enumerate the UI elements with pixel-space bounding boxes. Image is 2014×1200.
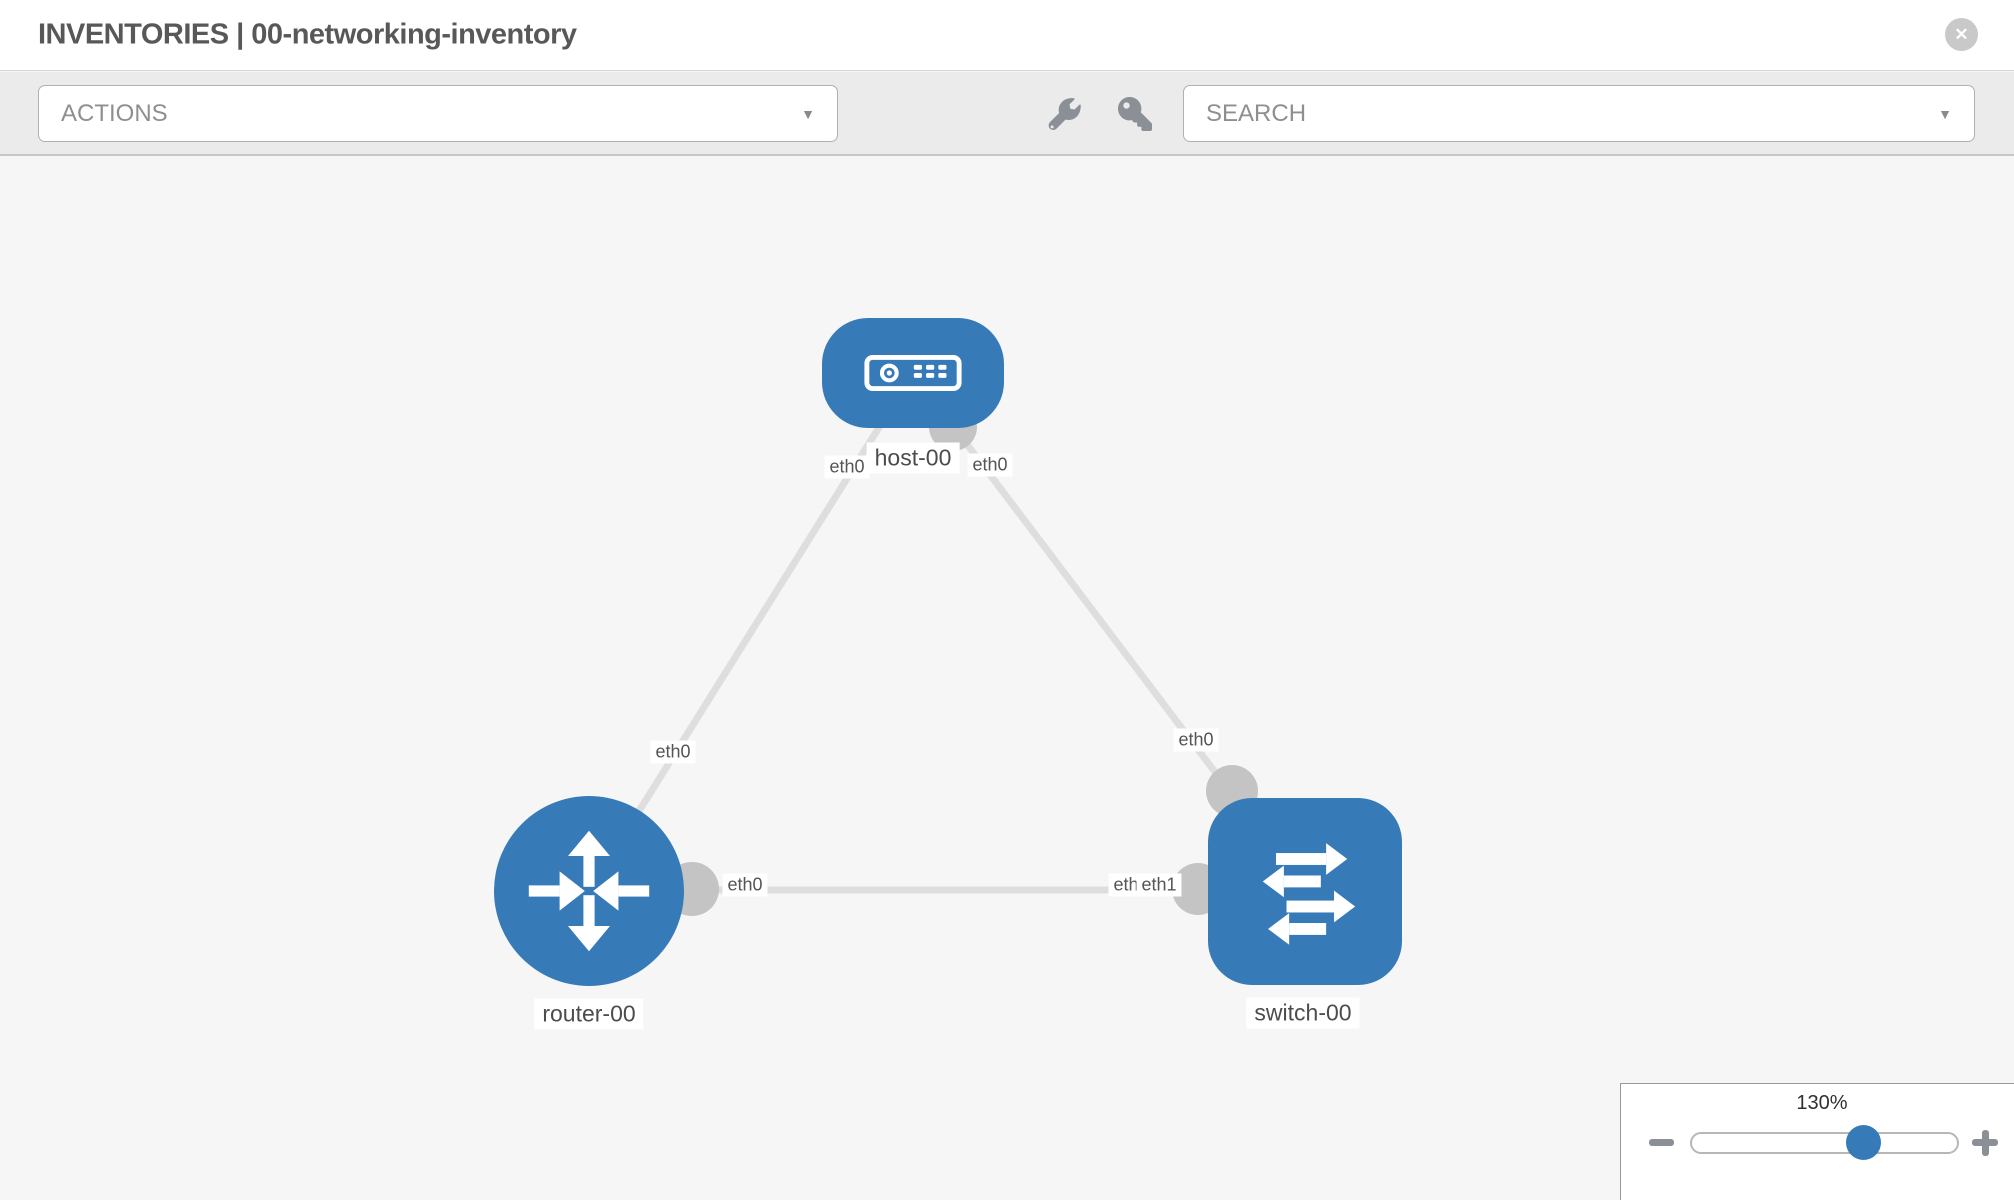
zoom-out-button[interactable] bbox=[1647, 1128, 1677, 1158]
wrench-icon bbox=[1048, 97, 1081, 130]
zoom-slider-track[interactable] bbox=[1690, 1125, 1959, 1160]
node-router-00[interactable] bbox=[494, 796, 684, 986]
node-label-router: router-00 bbox=[534, 998, 644, 1030]
zoom-slider-thumb[interactable] bbox=[1846, 1125, 1881, 1160]
actions-dropdown-label: ACTIONS bbox=[61, 99, 168, 127]
toolbar: ACTIONS ▼ SEARCH ▼ bbox=[0, 72, 2014, 156]
configure-button[interactable] bbox=[1044, 94, 1084, 134]
search-dropdown-label: SEARCH bbox=[1206, 99, 1307, 127]
interface-label-host-left: eth0 bbox=[824, 455, 870, 479]
node-label-switch: switch-00 bbox=[1246, 997, 1360, 1029]
node-label-host: host-00 bbox=[866, 442, 960, 474]
close-icon: ✕ bbox=[1954, 24, 1969, 44]
interface-label-router-right: eth0 bbox=[722, 873, 768, 897]
router-icon bbox=[528, 830, 650, 952]
chevron-down-icon: ▼ bbox=[801, 105, 815, 122]
zoom-in-button[interactable] bbox=[1970, 1128, 2000, 1158]
network-canvas[interactable] bbox=[0, 158, 2014, 1200]
close-button[interactable]: ✕ bbox=[1945, 18, 1978, 51]
header: INVENTORIES | 00-networking-inventory ✕ bbox=[0, 0, 2014, 71]
interface-label-host-right: eth0 bbox=[967, 453, 1013, 477]
credentials-button[interactable] bbox=[1115, 94, 1155, 134]
interface-label-switch-left-eth1: eth1 bbox=[1136, 873, 1182, 897]
chevron-down-icon: ▼ bbox=[1938, 105, 1952, 122]
zoom-level-value: 130% bbox=[1796, 1092, 1848, 1114]
actions-dropdown[interactable]: ACTIONS ▼ bbox=[38, 85, 838, 142]
node-switch-00[interactable] bbox=[1208, 798, 1402, 985]
search-dropdown[interactable]: SEARCH ▼ bbox=[1183, 85, 1975, 142]
interface-label-switch-top: eth0 bbox=[1173, 728, 1219, 752]
switch-icon bbox=[1262, 842, 1356, 945]
zoom-panel: 130% bbox=[1620, 1083, 2014, 1200]
interface-label-router-top: eth0 bbox=[650, 740, 696, 764]
node-host-00[interactable] bbox=[822, 318, 1004, 428]
host-icon bbox=[864, 355, 962, 391]
minus-icon bbox=[1649, 1139, 1674, 1146]
key-icon bbox=[1118, 97, 1152, 131]
page-title: INVENTORIES | 00-networking-inventory bbox=[38, 18, 577, 51]
